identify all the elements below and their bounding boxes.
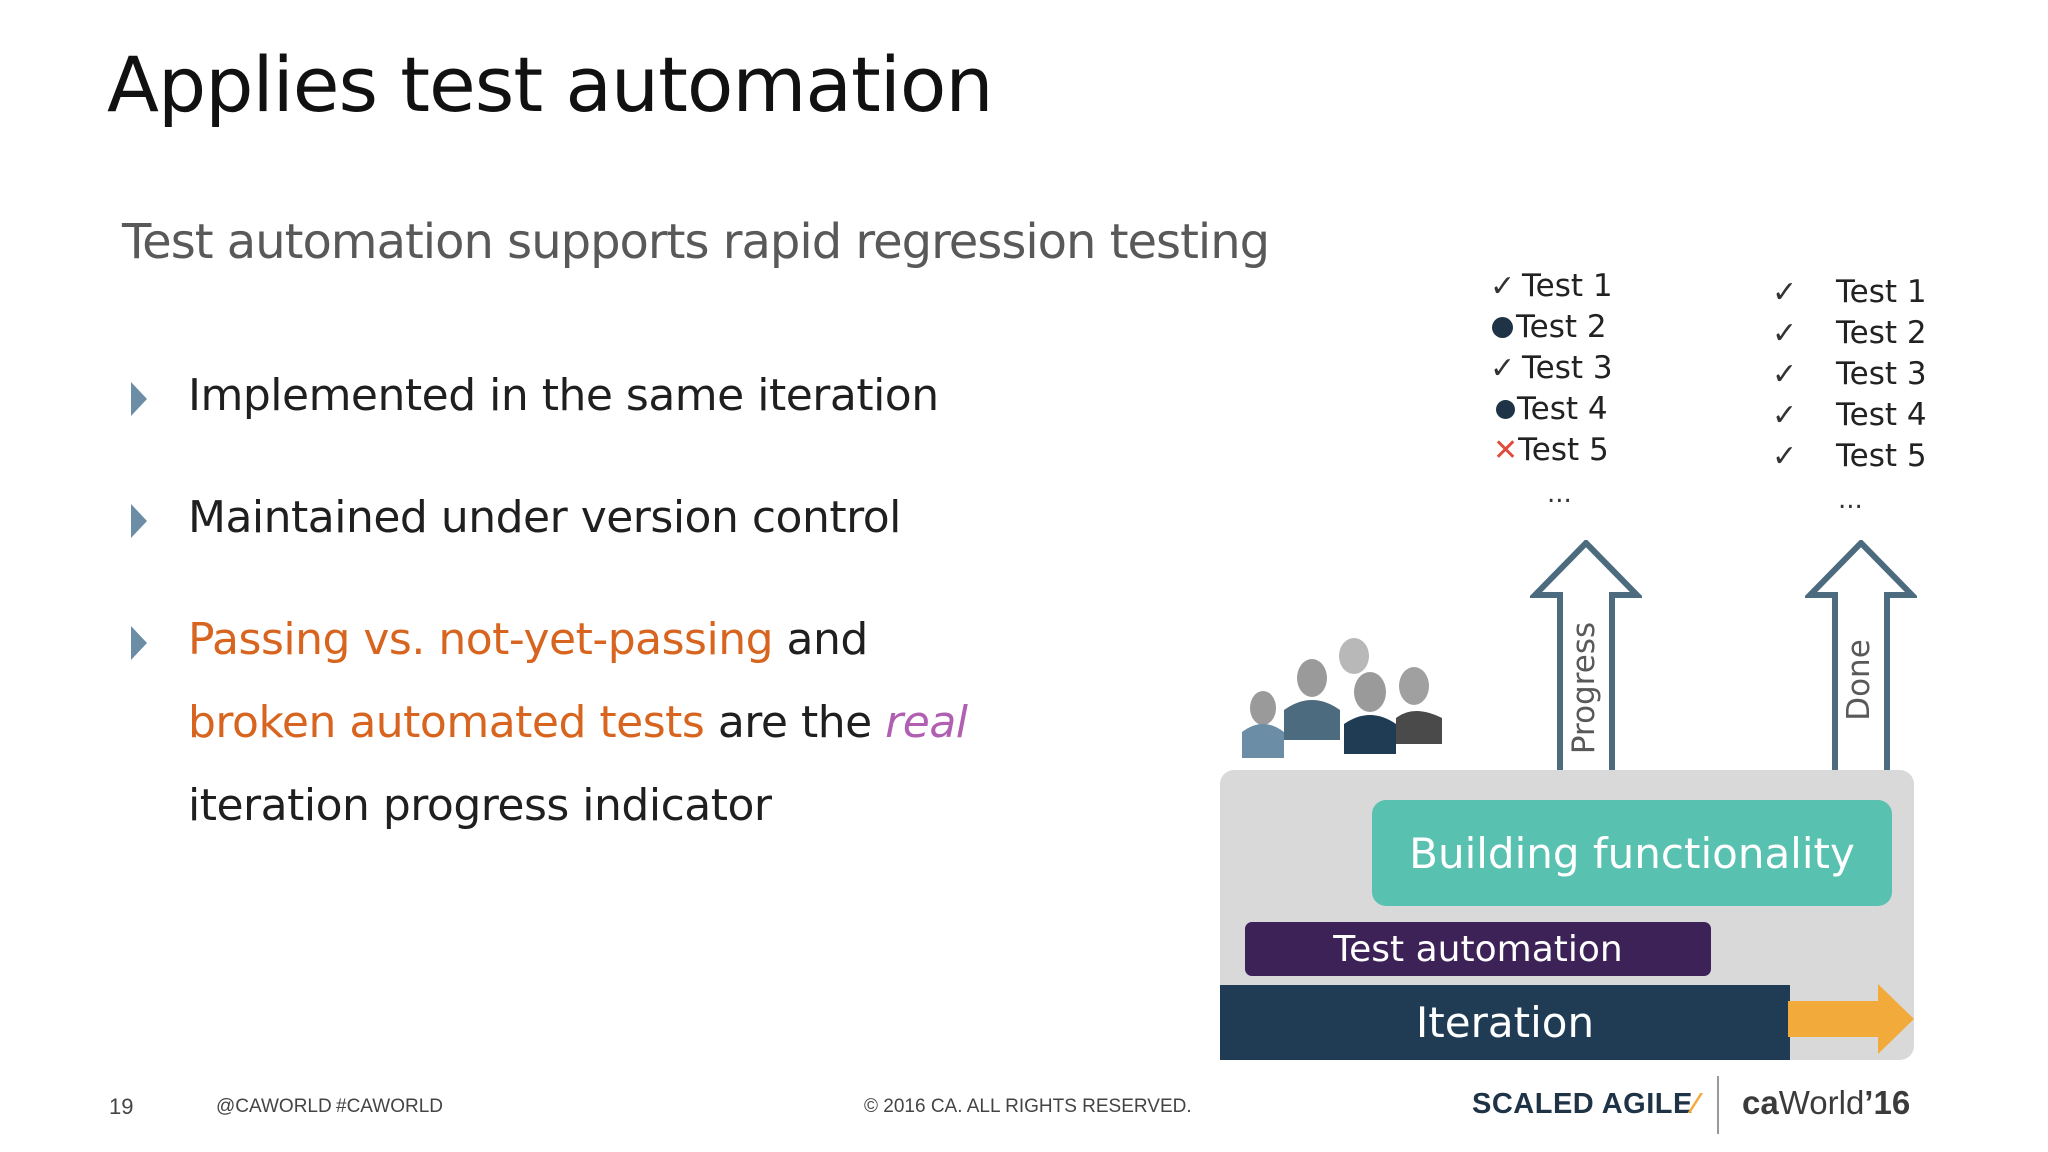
slide-subtitle: Test automation supports rapid regressio…: [122, 214, 1270, 270]
bullet-2: Maintained under version control: [188, 492, 901, 543]
bullet-arrow-icon: [131, 382, 147, 416]
iteration-bar: Iteration: [1220, 985, 1790, 1060]
ca-world-logo: caWorld’16: [1742, 1084, 1911, 1121]
progress-arrow-icon: [1530, 540, 1642, 775]
bullet-3-line-3: iteration progress indicator: [188, 780, 772, 831]
bullet-arrow-icon: [131, 504, 147, 538]
page-number: 19: [109, 1094, 134, 1119]
test-row-done-4: ✓ Test 4: [1772, 397, 1927, 433]
footer-copyright: © 2016 CA. ALL RIGHTS RESERVED.: [864, 1096, 1192, 1117]
test-row-done-5: ✓ Test 5: [1772, 438, 1927, 474]
progress-test-list: ✓ Test 1 Test 2 ✓ Test 3 Test 4 ✕ Test 5…: [1490, 266, 1640, 526]
bullet-3-highlight-1: Passing vs. not-yet-passing: [188, 614, 774, 665]
scaled-agile-logo: SCALED AGILE⁄: [1472, 1088, 1699, 1120]
check-icon: ✓: [1490, 350, 1516, 386]
dot-icon: [1496, 399, 1515, 419]
check-icon: ✓: [1772, 438, 1798, 474]
progress-ellipsis: ...: [1547, 479, 1572, 509]
building-functionality-bar: Building functionality: [1372, 800, 1892, 906]
bullet-1: Implemented in the same iteration: [188, 370, 939, 421]
bullet-3-highlight-2: broken automated tests: [188, 697, 705, 748]
dot-icon: [1492, 316, 1513, 338]
test-row-done-1: ✓ Test 1: [1772, 274, 1927, 310]
test-row-progress-3: ✓ Test 3: [1490, 350, 1613, 386]
check-icon: ✓: [1772, 315, 1798, 351]
bullet-3-emphasis-real: real: [885, 697, 968, 748]
done-arrow-icon: [1805, 540, 1917, 775]
done-ellipsis: ...: [1838, 485, 1863, 515]
test-automation-bar: Test automation: [1245, 922, 1711, 976]
bullet-3-text-and: and: [773, 614, 869, 665]
footer-social: @CAWORLD: [216, 1096, 332, 1117]
people-icon: [1242, 638, 1442, 758]
test-row-done-3: ✓ Test 3: [1772, 356, 1927, 392]
done-arrow-label: Done: [1841, 639, 1877, 721]
progress-arrow-label: Progress: [1566, 621, 1602, 755]
footer-hashtag: #CAWORLD: [336, 1096, 443, 1117]
check-icon: ✓: [1490, 268, 1516, 304]
ca-mark: ca: [1742, 1084, 1779, 1121]
test-row-progress-5: ✕ Test 5: [1493, 432, 1609, 468]
test-row-done-2: ✓ Test 2: [1772, 315, 1927, 351]
test-row-progress-4: Test 4: [1496, 389, 1608, 429]
scaled-agile-mark-icon: ⁄: [1692, 1088, 1699, 1120]
logo-divider: [1717, 1076, 1719, 1134]
bullet-arrow-icon: [131, 626, 147, 660]
check-icon: ✓: [1772, 397, 1798, 433]
check-icon: ✓: [1772, 356, 1798, 392]
x-icon: ✕: [1493, 432, 1519, 468]
bullet-3-line-2: broken automated tests are the real: [188, 697, 968, 748]
check-icon: ✓: [1772, 274, 1798, 310]
bullet-3-line-1: Passing vs. not-yet-passing and: [188, 614, 868, 665]
done-test-list: ✓ Test 1 ✓ Test 2 ✓ Test 3 ✓ Test 4 ✓ Te…: [1772, 272, 1932, 532]
bullet-3-text-are-the: are the: [704, 697, 886, 748]
test-row-progress-1: ✓ Test 1: [1490, 268, 1613, 304]
slide-title: Applies test automation: [107, 40, 994, 129]
test-row-progress-2: Test 2: [1492, 307, 1607, 347]
arrow-right-icon: [1788, 984, 1914, 1054]
